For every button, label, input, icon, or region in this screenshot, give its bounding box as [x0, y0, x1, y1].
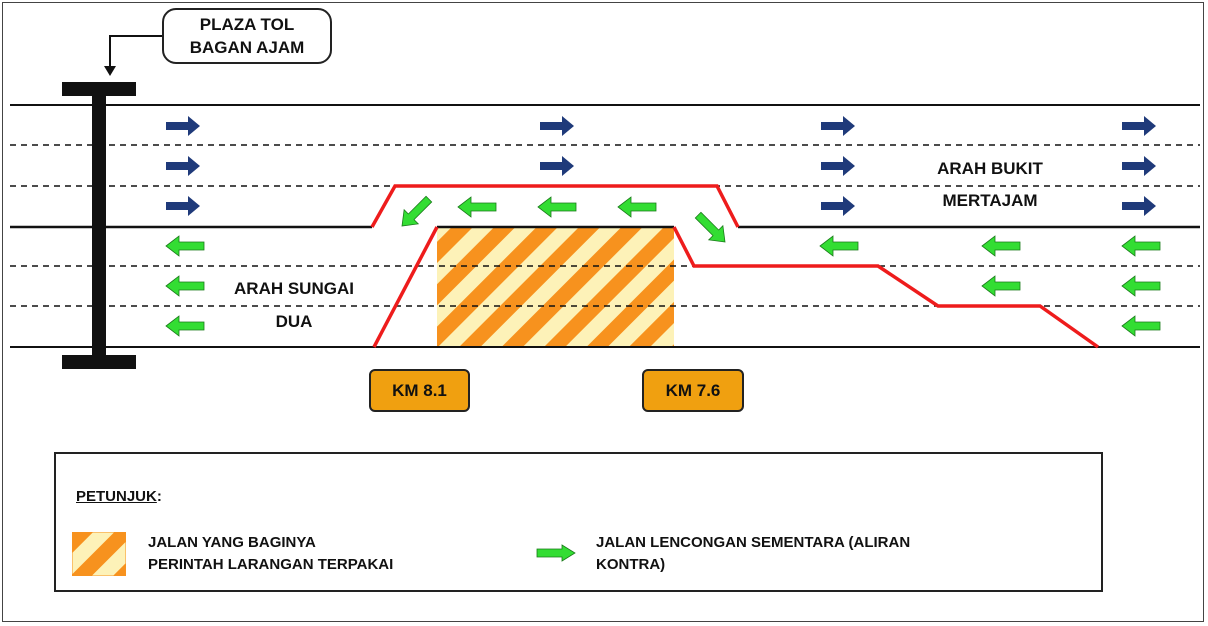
- km-marker-7-6: KM 7.6: [642, 369, 744, 412]
- legend-item-closed: JALAN YANG BAGINYA PERINTAH LARANGAN TER…: [148, 532, 393, 576]
- left-arrow-icon: [537, 196, 577, 218]
- toll-gantry-icon: [62, 82, 136, 369]
- closed-road-section: [437, 228, 674, 346]
- left-arrow-icon: [1121, 235, 1161, 257]
- detour-line-upper: [370, 184, 740, 228]
- diagonal-arrow-icon: [690, 207, 733, 250]
- left-arrow-icon: [617, 196, 657, 218]
- label-sungai-line2: DUA: [275, 312, 313, 331]
- right-arrow-icon: [540, 116, 574, 136]
- legend-title-text: PETUNJUK: [76, 488, 157, 505]
- label-sungai-line1: ARAH SUNGAI: [234, 279, 354, 298]
- legend-item1-line1: JALAN YANG BAGINYA: [148, 534, 316, 551]
- label-arah-bukit: ARAH BUKIT MERTAJAM: [900, 156, 1080, 213]
- plaza-pointer-arrowhead: [104, 66, 116, 76]
- plaza-pointer-line: [109, 35, 162, 68]
- right-arrow-icon: [166, 116, 200, 136]
- left-arrow-icon: [165, 275, 205, 297]
- left-arrow-icon: [981, 275, 1021, 297]
- right-arrow-icon: [166, 196, 200, 216]
- left-arrow-icon: [1121, 275, 1161, 297]
- legend-item1-line2: PERINTAH LARANGAN TERPAKAI: [148, 556, 394, 573]
- km-marker-8-1: KM 8.1: [369, 369, 470, 412]
- label-bukit-line1: ARAH BUKIT: [937, 159, 1043, 178]
- left-arrow-icon: [165, 235, 205, 257]
- right-arrow-icon: [821, 196, 855, 216]
- right-arrow-icon: [821, 156, 855, 176]
- plaza-line1: PLAZA TOL: [199, 15, 295, 34]
- plaza-callout: PLAZA TOL BAGAN AJAM: [162, 8, 332, 64]
- left-arrow-icon: [1121, 315, 1161, 337]
- left-arrow-icon: [981, 235, 1021, 257]
- left-arrow-icon: [819, 235, 859, 257]
- right-arrow-icon: [166, 156, 200, 176]
- detour-line-lower: [672, 226, 1100, 349]
- label-bukit-line2: MERTAJAM: [942, 191, 1038, 210]
- legend-item2-line2: KONTRA): [596, 556, 666, 573]
- plaza-line2: BAGAN AJAM: [189, 38, 305, 57]
- detour-line-entry: [372, 226, 439, 348]
- right-arrow-icon: [1122, 156, 1156, 176]
- label-arah-sungai: ARAH SUNGAI DUA: [208, 276, 380, 334]
- legend-box: PETUNJUK: JALAN YANG BAGINYA PERINTAH LA…: [54, 452, 1103, 592]
- legend-title-suffix: :: [156, 488, 162, 505]
- legend-item-contraflow: JALAN LENCONGAN SEMENTARA (ALIRAN KONTRA…: [596, 532, 910, 576]
- hatch-swatch-icon: [72, 532, 126, 576]
- right-arrow-icon: [821, 116, 855, 136]
- right-arrow-icon: [540, 156, 574, 176]
- right-arrow-icon: [536, 544, 576, 562]
- right-arrow-icon: [1122, 116, 1156, 136]
- legend-title: PETUNJUK:: [76, 488, 162, 505]
- diagonal-arrow-icon: [394, 191, 437, 234]
- left-arrow-icon: [165, 315, 205, 337]
- right-arrow-icon: [1122, 196, 1156, 216]
- left-arrow-icon: [457, 196, 497, 218]
- legend-item2-line1: JALAN LENCONGAN SEMENTARA (ALIRAN: [596, 534, 911, 551]
